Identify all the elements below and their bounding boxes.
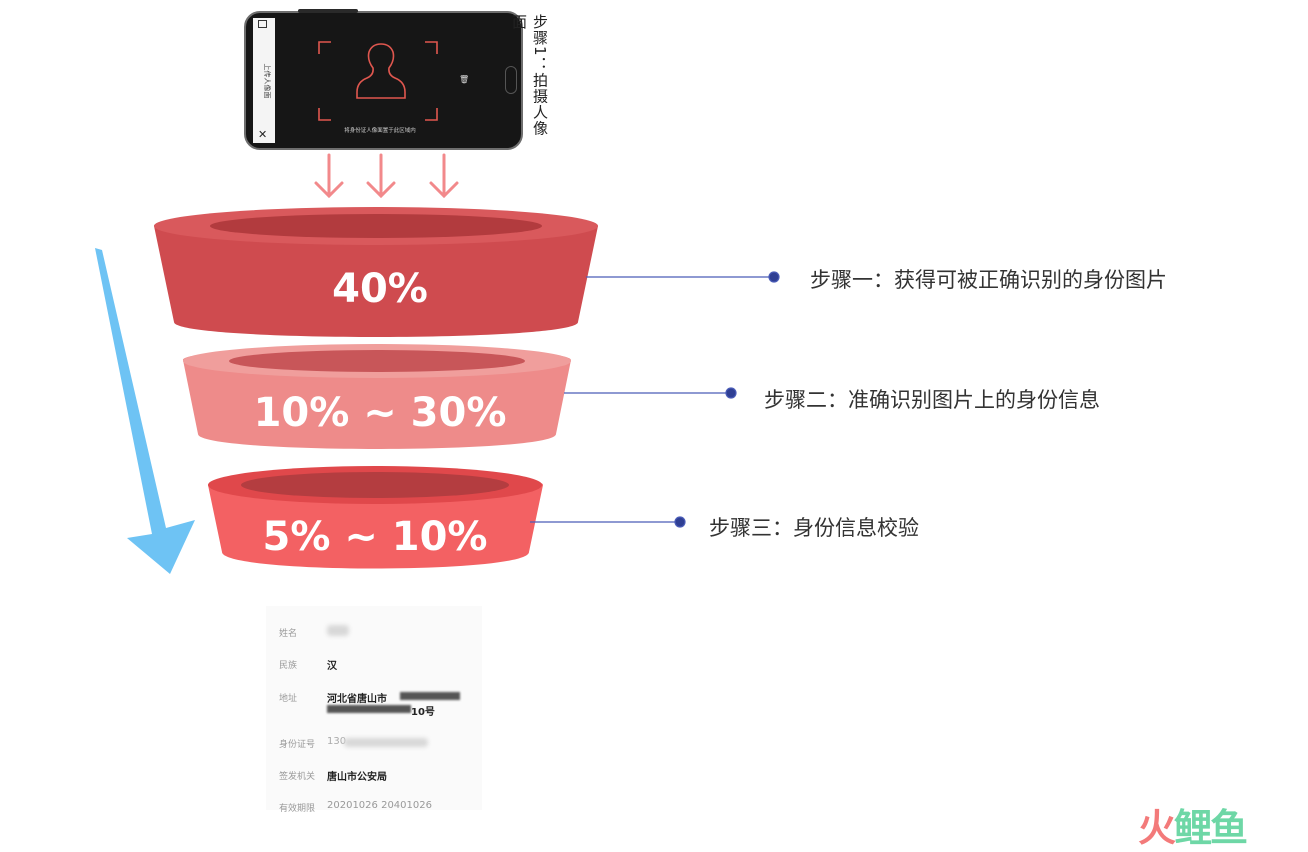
- arrow-down-icons: [314, 153, 459, 199]
- phone-hint-text: 将身份证人像面置于此区域内: [344, 128, 416, 134]
- funnel-level-3-value: 5% ~ 10%: [262, 514, 488, 560]
- phone-step-caption: 步骤1：拍摄人像面: [510, 14, 549, 137]
- blurred-id-number: [344, 738, 428, 747]
- field-id-key: 身份证号: [279, 740, 316, 750]
- gallery-icon[interactable]: [258, 20, 267, 28]
- phone-sidebar: [253, 18, 275, 143]
- field-authority-value: 唐山市公安局: [327, 772, 387, 783]
- logo-part-1: 火: [1138, 806, 1176, 850]
- field-ethnicity-value: 汉: [327, 661, 337, 672]
- field-validity-value: 20201026 20401026: [327, 800, 432, 811]
- step-2-label: 步骤二：准确识别图片上的身份信息: [764, 388, 1100, 412]
- phone-camera: [298, 9, 358, 13]
- field-id-value: 130: [327, 736, 347, 747]
- blurred-name: [327, 625, 349, 636]
- funnel-level-1: [154, 207, 598, 337]
- field-address-value: 河北省唐山市: [327, 694, 387, 705]
- phone-mockup: [244, 11, 523, 150]
- step-3-label: 步骤三：身份信息校验: [709, 516, 919, 540]
- field-validity-key: 有效期限: [279, 804, 316, 814]
- redacted-block: [400, 692, 460, 700]
- funnel-level-3: [208, 466, 543, 569]
- id-card-info: 姓名 民族 汉 地址 河北省唐山市 10号 身份证号 130 签发机关 唐山市公…: [266, 606, 482, 814]
- field-address-key: 地址: [279, 694, 298, 704]
- redacted-block: [327, 705, 411, 713]
- close-icon[interactable]: ✕: [258, 128, 268, 141]
- trash-icon[interactable]: 🗑: [459, 75, 470, 84]
- funnel-level-1-value: 40%: [332, 266, 428, 312]
- field-address-value-2: 10号: [411, 707, 435, 718]
- face-frame-icon: [318, 41, 438, 121]
- funnel-diagram: [154, 207, 598, 569]
- shutter-button[interactable]: [505, 66, 517, 94]
- brand-logo: 火鲤鱼: [1138, 797, 1248, 852]
- funnel-level-2: [183, 344, 571, 449]
- field-authority-key: 签发机关: [279, 772, 316, 782]
- logo-part-2: 鲤鱼: [1174, 806, 1248, 850]
- phone-sidebar-title: 上传人像面: [263, 63, 271, 99]
- funnel-level-2-value: 10% ~ 30%: [253, 390, 507, 436]
- step-1-label: 步骤一：获得可被正确识别的身份图片: [810, 268, 1167, 292]
- field-ethnicity-key: 民族: [279, 661, 298, 671]
- field-name-key: 姓名: [279, 629, 298, 639]
- big-down-arrow-icon: [95, 248, 195, 574]
- connector-lines: [530, 271, 780, 528]
